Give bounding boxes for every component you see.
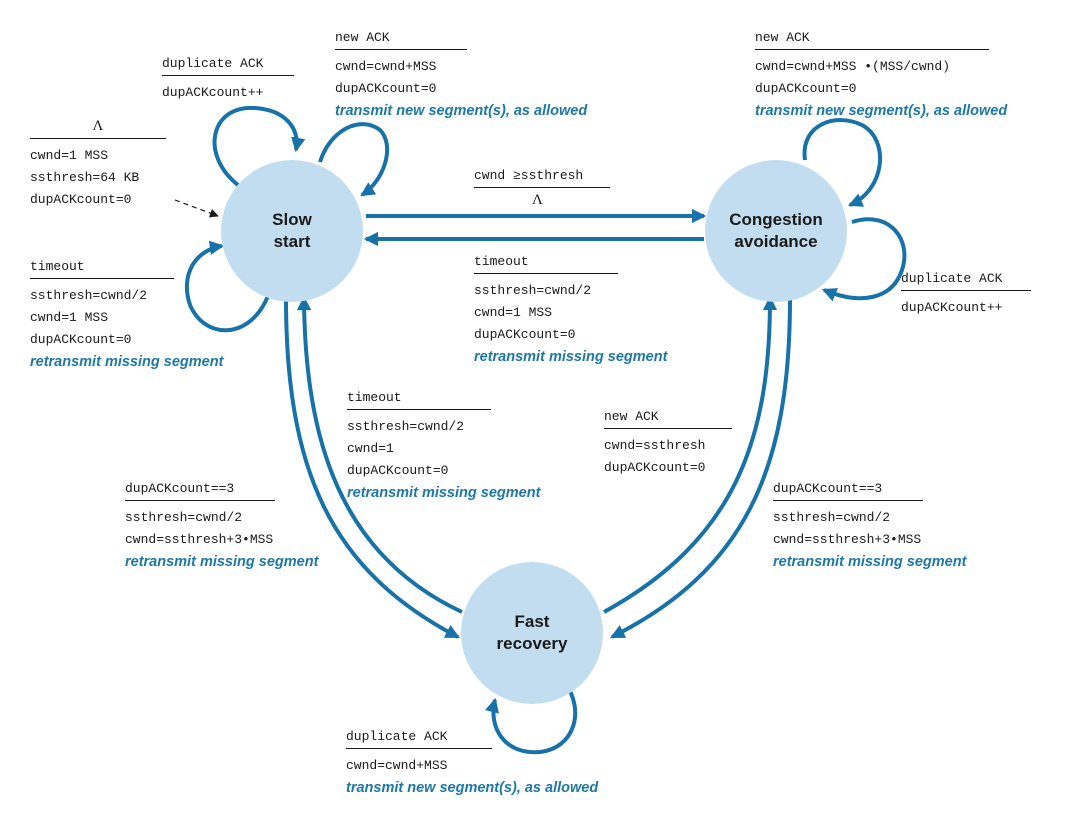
state-fast-recovery-label: Fast recovery [496,612,568,653]
label-ca-timeout-action: ssthresh=cwnd/2 [474,283,592,298]
label-init-action: ssthresh=64 KB [30,170,140,185]
label-fr-timeout-event: timeout [347,389,491,410]
label-ss-dup-ack: duplicate ACK dupACKcount++ [162,55,294,104]
label-fr-dup-ack: duplicate ACK cwnd=cwnd+MSS transmit new… [346,728,598,799]
label-fr-dup-ack-highlight: transmit new segment(s), as allowed [346,780,599,796]
state-congestion-avoidance-label: Congestion avoidance [729,210,823,251]
label-ca-new-ack-event: new ACK [755,29,989,50]
label-ss-to-fr-event: dupACKcount==3 [125,480,275,501]
label-ca-timeout: timeout ssthresh=cwnd/2 cwnd=1 MSS dupAC… [474,253,667,368]
label-ss-to-ca: cwnd ≥ssthresh [474,167,610,188]
label-fr-timeout-highlight: retransmit missing segment [347,485,541,501]
label-ss-dup-ack-event: duplicate ACK [162,55,294,76]
label-ss-timeout-action: ssthresh=cwnd/2 [30,288,148,303]
label-ca-new-ack: new ACK cwnd=cwnd+MSS •(MSS/cwnd) dupACK… [755,29,1007,122]
label-fr-dup-ack-event: duplicate ACK [346,728,492,749]
label-ca-dup-ack-event: duplicate ACK [901,270,1031,291]
arrow-ss-to-fr [283,291,460,639]
label-ca-timeout-action: dupACKcount=0 [474,327,576,342]
label-fr-timeout: timeout ssthresh=cwnd/2 cwnd=1 dupACKcou… [347,389,540,504]
label-ca-new-ack-highlight: transmit new segment(s), as allowed [755,103,1008,119]
label-ss-timeout: timeout ssthresh=cwnd/2 cwnd=1 MSS dupAC… [30,258,223,373]
label-ca-timeout-action: cwnd=1 MSS [474,305,553,320]
state-slow-start: Slow start [221,160,363,302]
label-ss-to-fr-highlight: retransmit missing segment [125,554,319,570]
state-fast-recovery: Fast recovery [461,562,603,704]
label-ss-timeout-action: dupACKcount=0 [30,332,132,347]
label-ss-new-ack-action: cwnd=cwnd+MSS [335,59,437,74]
label-ss-to-fr: dupACKcount==3 ssthresh=cwnd/2 cwnd=ssth… [125,480,318,573]
label-init-action: dupACKcount=0 [30,192,132,207]
label-init: Λ cwnd=1 MSS ssthresh=64 KB dupACKcount=… [30,118,166,211]
label-fr-new-ack-action: dupACKcount=0 [604,460,706,475]
arrow-initial [174,199,219,218]
state-slow-start-label: Slow start [272,210,312,251]
arrow-fr-dup-ack [485,681,578,755]
label-ca-timeout-event: timeout [474,253,618,274]
label-ss-timeout-action: cwnd=1 MSS [30,310,109,325]
label-ss-new-ack: new ACK cwnd=cwnd+MSS dupACKcount=0 tran… [335,29,587,122]
label-ca-dup-ack-action: dupACKcount++ [901,300,1003,315]
label-ca-to-fr-highlight: retransmit missing segment [773,554,967,570]
label-fr-new-ack-action: cwnd=ssthresh [604,438,706,453]
label-ss-dup-ack-action: dupACKcount++ [162,85,264,100]
label-ss-timeout-event: timeout [30,258,174,279]
label-fr-timeout-action: cwnd=1 [347,441,394,456]
arrow-ca-to-fr [610,297,792,639]
arrow-fr-to-ss [296,295,463,614]
label-ss-new-ack-event: new ACK [335,29,467,50]
label-ca-new-ack-action: dupACKcount=0 [755,81,857,96]
arrow-ca-new-ack [802,118,883,207]
label-ss-to-fr-action: ssthresh=cwnd/2 [125,510,243,525]
label-ss-new-ack-action: dupACKcount=0 [335,81,437,96]
label-fr-timeout-action: dupACKcount=0 [347,463,449,478]
label-ca-to-fr-action: cwnd=ssthresh+3•MSS [773,532,922,547]
label-init-action: cwnd=1 MSS [30,148,109,163]
label-init-event: Λ [30,118,166,139]
label-fr-new-ack-event: new ACK [604,408,732,429]
label-ss-new-ack-highlight: transmit new segment(s), as allowed [335,103,588,119]
label-ca-to-fr-action: ssthresh=cwnd/2 [773,510,891,525]
label-ss-to-ca-event: cwnd ≥ssthresh [474,167,610,188]
label-ss-timeout-highlight: retransmit missing segment [30,354,224,370]
label-ss-to-fr-action: cwnd=ssthresh+3•MSS [125,532,274,547]
state-congestion-avoidance: Congestion avoidance [705,160,847,302]
label-ca-to-fr: dupACKcount==3 ssthresh=cwnd/2 cwnd=ssth… [773,480,966,573]
arrow-fr-to-ca [603,295,778,614]
arrow-ss-timeout [184,240,270,333]
label-ca-dup-ack: duplicate ACK dupACKcount++ [901,270,1031,319]
label-fr-dup-ack-action: cwnd=cwnd+MSS [346,758,448,773]
label-fr-new-ack: new ACK cwnd=ssthresh dupACKcount=0 [604,408,732,479]
label-fr-timeout-action: ssthresh=cwnd/2 [347,419,465,434]
label-ca-new-ack-action: cwnd=cwnd+MSS •(MSS/cwnd) [755,59,951,74]
arrow-ss-dup-ack [212,105,306,187]
label-ss-to-ca-lambda: Λ [532,192,543,208]
arrow-ss-new-ack [318,122,390,197]
label-ca-timeout-highlight: retransmit missing segment [474,349,668,365]
arrow-ca-dup-ack [822,217,907,302]
label-ca-to-fr-event: dupACKcount==3 [773,480,923,501]
